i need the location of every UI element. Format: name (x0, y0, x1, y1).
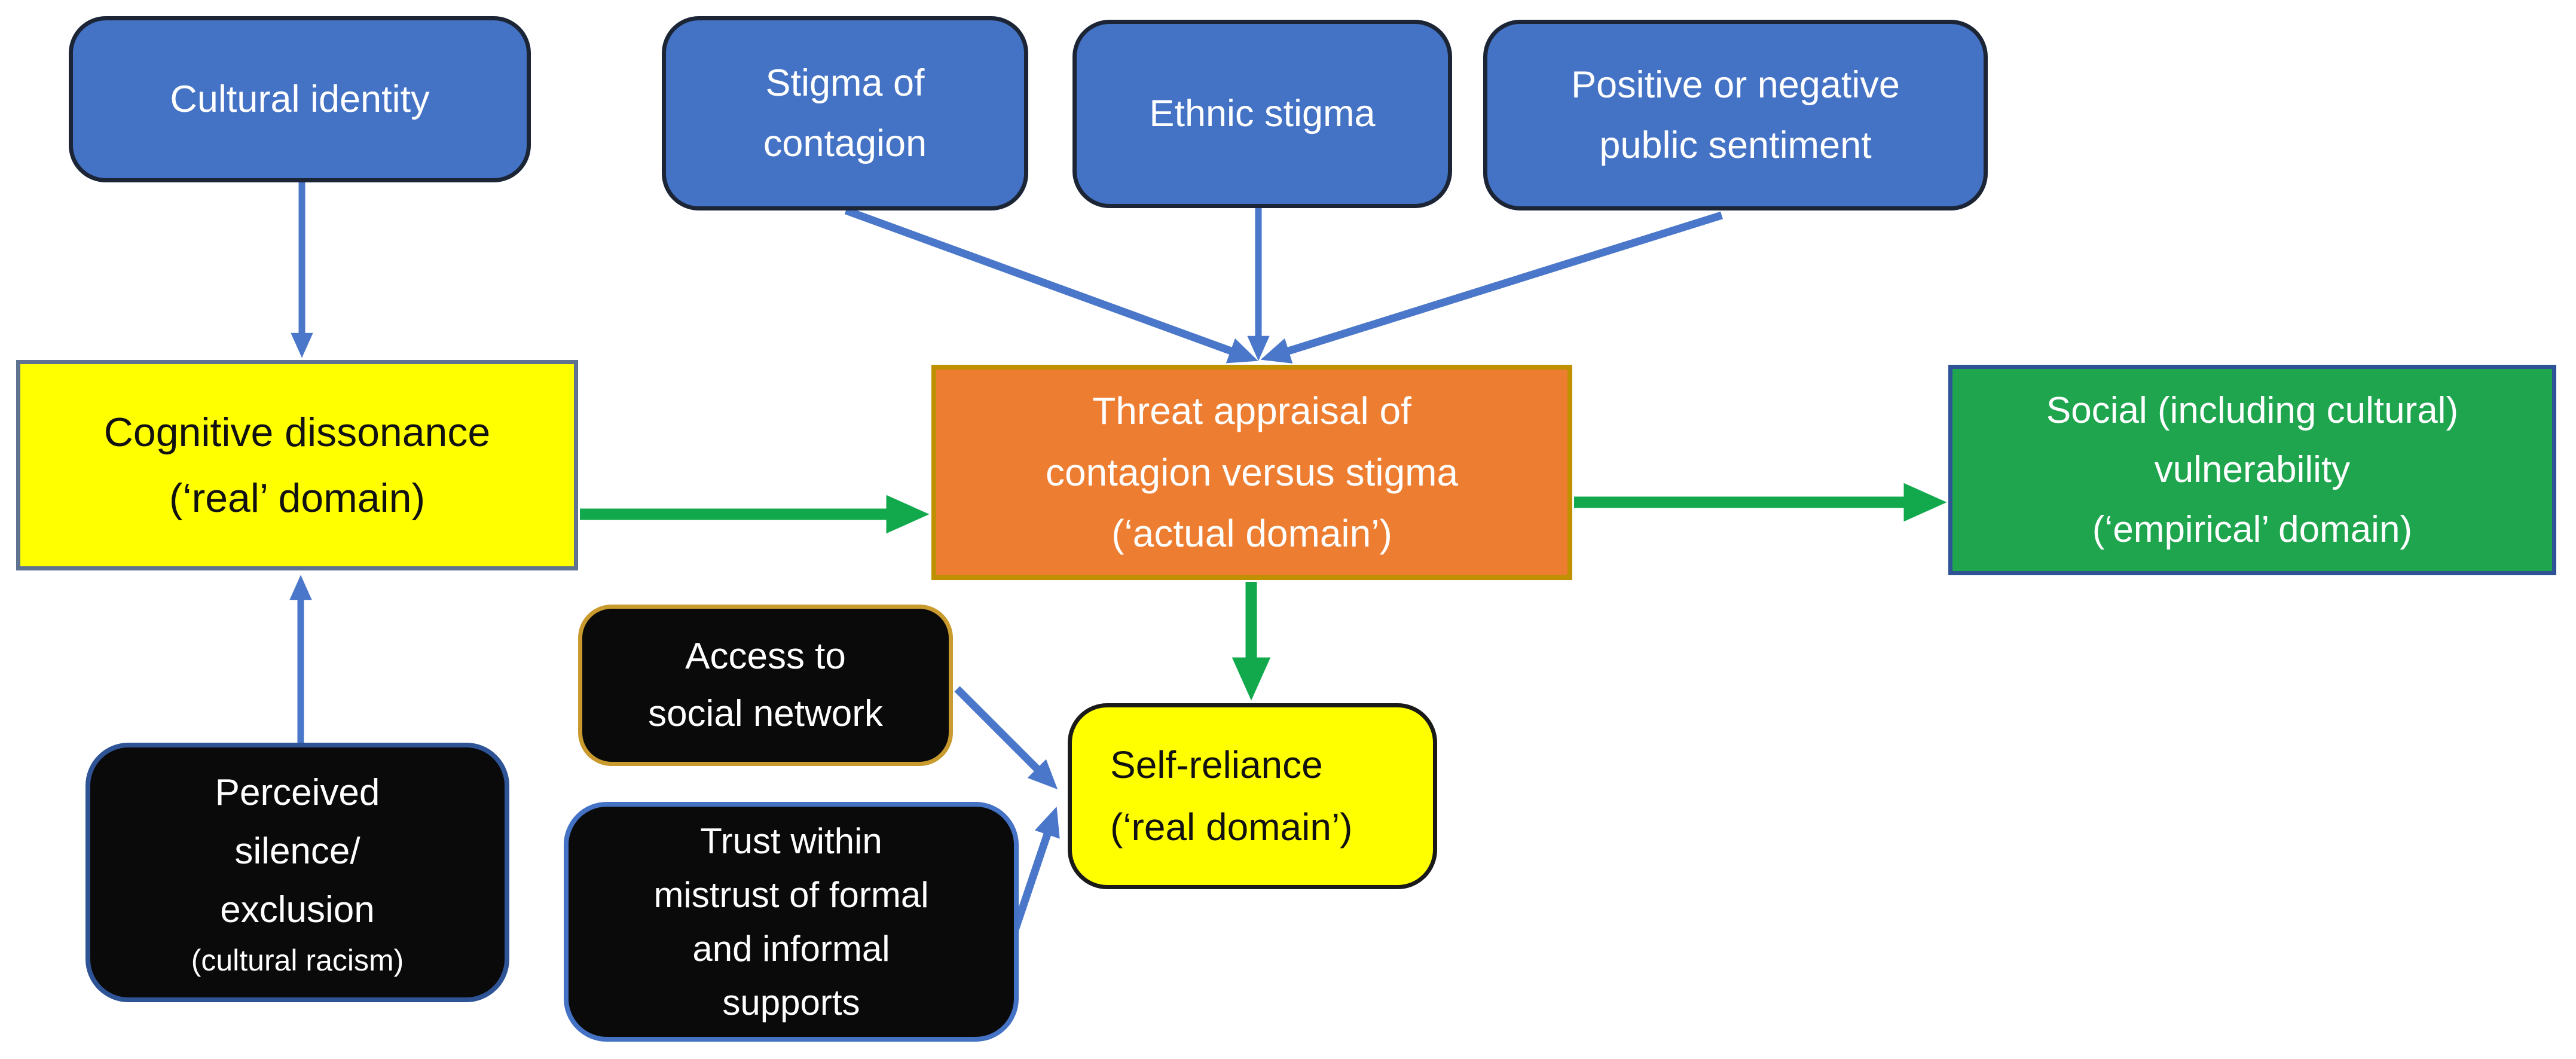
node-label: vulnerability (2154, 449, 2351, 491)
node-label: social network (648, 693, 883, 734)
arrow-public-sentiment-to-threat-appraisal (1260, 211, 1723, 364)
node-public-sentiment: Positive or negative public sentiment (1483, 20, 1988, 210)
node-sublabel: (cultural racism) (191, 943, 404, 977)
node-threat-appraisal: Threat appraisal of contagion versus sti… (931, 365, 1572, 580)
node-cognitive-dissonance: Cognitive dissonance (‘real’ domain) (16, 360, 578, 570)
node-label: contagion versus stigma (1045, 450, 1459, 494)
node-access-social-network: Access to social network (578, 605, 953, 766)
node-label: (‘empirical’ domain) (2092, 508, 2413, 550)
node-label: Cognitive dissonance (103, 409, 491, 455)
node-label: Access to (685, 635, 846, 677)
node-label: (‘real’ domain) (169, 475, 426, 521)
node-label: silence/ (234, 831, 360, 872)
node-label: Social (including cultural) (2046, 390, 2459, 432)
node-trust-mistrust: Trust within mistrust of formal and info… (564, 802, 1019, 1042)
node-label: mistrust of formal (653, 874, 929, 915)
node-label: Perceived (215, 772, 380, 814)
node-label: and informal (692, 928, 890, 969)
node-label: Trust within (700, 820, 882, 861)
node-stigma-of-contagion: Stigma of contagion (662, 16, 1028, 210)
node-label: Self-reliance (1110, 743, 1323, 786)
node-perceived-silence-exclusion: Perceived silence/ exclusion (cultural r… (85, 743, 509, 1002)
node-label: Positive or negative (1571, 63, 1900, 106)
node-ethnic-stigma: Ethnic stigma (1072, 20, 1452, 208)
node-label: Ethnic stigma (1149, 93, 1376, 135)
node-social-vulnerability: Social (including cultural) vulnerabilit… (1948, 365, 2556, 575)
node-label: Stigma of (765, 62, 925, 104)
node-self-reliance: Self-reliance (‘real domain’) (1068, 703, 1437, 889)
node-label: supports (722, 982, 860, 1023)
arrow-trust-mistrust-to-self-reliance (1011, 806, 1060, 932)
node-label: Threat appraisal of (1092, 389, 1411, 433)
node-label: (‘actual domain’) (1111, 512, 1392, 556)
node-label: Cultural identity (170, 78, 430, 120)
node-label: public sentiment (1599, 124, 1872, 166)
node-label: (‘real domain’) (1110, 805, 1353, 849)
arrow-access-network-to-self-reliance (954, 686, 1058, 790)
node-label: contagion (763, 122, 927, 164)
node-label: exclusion (220, 889, 375, 930)
arrow-stigma-of-contagion-to-threat-appraisal (844, 206, 1258, 364)
node-cultural-identity: Cultural identity (69, 16, 531, 182)
